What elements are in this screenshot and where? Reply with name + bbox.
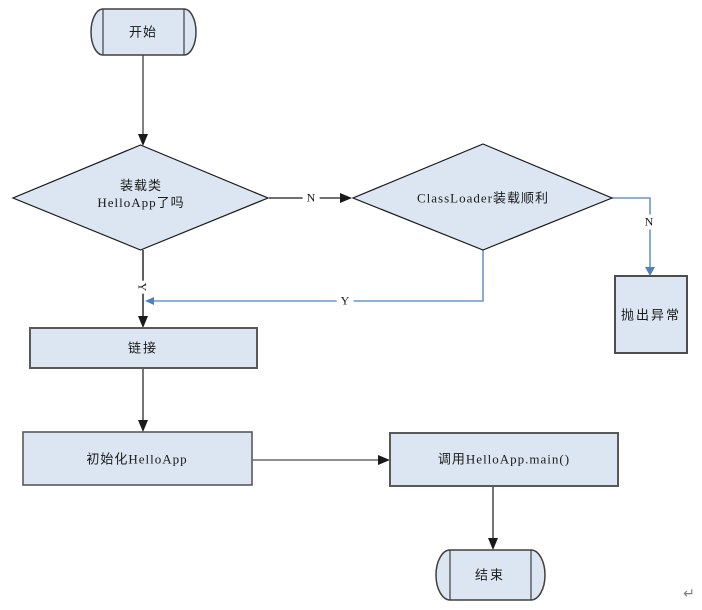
process-link-shape	[29, 327, 258, 369]
arrowhead-down-icon	[488, 538, 498, 550]
process-call-main-label: 调用HelloApp.main()	[437, 451, 571, 467]
edge-line	[612, 197, 651, 268]
arrowhead-left-icon	[145, 297, 154, 305]
paragraph-return-icon: ↵	[683, 586, 695, 602]
edge-call-main-to-end	[488, 486, 498, 550]
edge-label-load-class-no: N	[302, 190, 320, 206]
process-init-helloapp-shape	[22, 431, 253, 486]
start-label: 开始	[128, 24, 158, 40]
decision-load-class-line1: 装载类	[119, 178, 162, 193]
edge-classloader-yes-merge	[145, 250, 484, 305]
decision-load-class-shape	[11, 144, 270, 251]
arrowhead-down-icon	[138, 316, 148, 328]
process-init-helloapp-label: 初始化HelloApp	[86, 451, 188, 467]
arrowhead-down-icon	[645, 267, 655, 276]
arrowhead-down-icon	[138, 420, 148, 432]
process-link-label: 链接	[127, 340, 159, 356]
edge-classloader-no-to-throw	[612, 197, 655, 276]
decision-load-class-line2: HelloApp了吗	[97, 195, 185, 210]
process-call-main-shape	[389, 432, 619, 487]
edge-line	[154, 250, 484, 302]
end-label: 结束	[474, 567, 506, 583]
edge-label-classloader-no: N	[640, 214, 658, 230]
arrowhead-down-icon	[138, 134, 148, 146]
edge-link-to-init	[138, 368, 148, 432]
edge-start-to-load-class	[138, 55, 148, 146]
decision-load-class-label: 装载类 HelloApp了吗	[97, 177, 184, 211]
decision-classloader-label: ClassLoader装载顺利	[417, 190, 549, 206]
edge-label-load-class-yes: Y	[134, 280, 150, 294]
process-throw-exception-label: 抛出异常	[620, 307, 682, 323]
edge-init-to-call-main	[252, 455, 390, 465]
decision-classloader-shape	[351, 143, 614, 251]
end-terminator-shape	[435, 549, 546, 601]
arrowhead-right-icon	[378, 455, 390, 465]
arrowhead-right-icon	[340, 193, 352, 203]
edge-label-classloader-yes: Y	[336, 293, 354, 309]
start-terminator-shape	[90, 8, 197, 56]
process-throw-exception-shape	[614, 275, 688, 354]
